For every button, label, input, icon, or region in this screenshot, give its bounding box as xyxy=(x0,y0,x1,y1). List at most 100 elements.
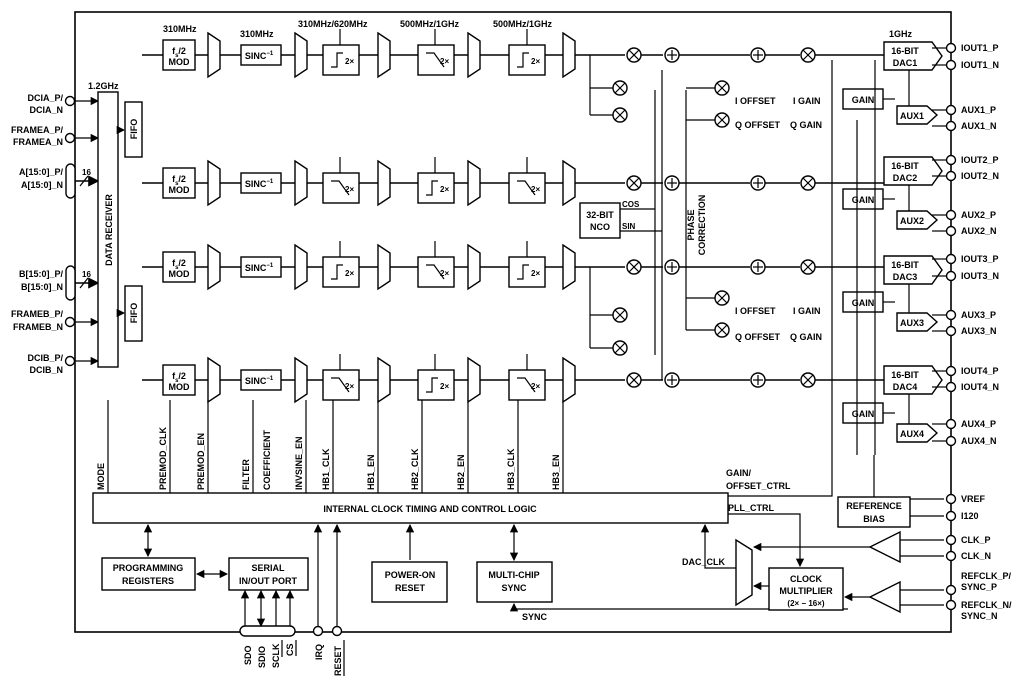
hb-label: 2× xyxy=(345,269,354,278)
q-gain-label-2: Q GAIN xyxy=(790,332,822,342)
aux-block-1 xyxy=(896,105,939,125)
clock-multiplier-block xyxy=(768,567,844,611)
pin-dcia-n: DCIA_N xyxy=(29,105,63,115)
pin-label-iout3-p: IOUT3_P xyxy=(961,254,999,264)
hb3-filter-4: 2× xyxy=(508,369,546,401)
pin-label-aux1-n: AUX1_N xyxy=(961,121,997,131)
hb3-mux-3 xyxy=(562,243,576,291)
sinc-label: SINC−1 xyxy=(245,376,274,386)
hb3-mux-4 xyxy=(562,356,576,404)
nco-cos-label: COS xyxy=(622,200,640,209)
pin-marker-6 xyxy=(945,209,957,221)
sinc-label: SINC−1 xyxy=(245,263,274,273)
reference-bias-label-1: REFERENCE xyxy=(846,501,902,511)
i-offset-label-1: I OFFSET xyxy=(735,96,776,106)
power-on-reset-label-2: RESET xyxy=(395,583,426,593)
signal-path-lanes: fs/2MODSINC−12×2×2×fs/2MODSINC−12×2×2×fs… xyxy=(142,29,884,404)
aux-block-3 xyxy=(896,312,939,332)
gain-offset-ctrl-label-1: GAIN/ xyxy=(726,468,752,478)
pin-a-p: A[15:0]_P/ xyxy=(19,167,64,177)
dac-bits-label-2: 16-BIT xyxy=(891,161,919,171)
pin-label-aux4-p: AUX4_P xyxy=(961,419,996,429)
hb2-mux-3 xyxy=(467,243,481,291)
pin-label-sync-p: SYNC_P xyxy=(961,582,997,592)
ctl-hb3-en-label: HB3_EN xyxy=(551,454,561,490)
aux-label-4: AUX4 xyxy=(900,429,924,439)
programming-registers-label-2: REGISTERS xyxy=(122,576,174,586)
pll-ctrl-label: PLL_CTRL xyxy=(728,503,775,513)
dac-block-2 xyxy=(883,156,943,186)
pin-sdo: SDO xyxy=(243,645,253,665)
hb-label: 2× xyxy=(531,185,540,194)
pin-dcib-p: DCIB_P/ xyxy=(27,353,63,363)
pin-marker-1 xyxy=(945,59,957,71)
fifo-b-label: FIFO xyxy=(129,303,139,324)
right-pins: IOUT1_PIOUT1_NAUX1_PAUX1_NIOUT2_PIOUT2_N… xyxy=(932,42,1012,621)
pin-marker-17 xyxy=(945,510,957,522)
hb3-filter-1: 2× xyxy=(508,44,546,76)
dac-bits-label-1: 16-BIT xyxy=(891,46,919,56)
output-section: 16-BITDAC1GAINAUX116-BITDAC2GAINAUX216-B… xyxy=(842,41,943,455)
sinc-mux-3 xyxy=(294,243,308,291)
mod-mux-2 xyxy=(207,159,221,207)
gain-label-1: GAIN xyxy=(852,95,875,105)
label-310mhz-b: 310MHz xyxy=(240,29,274,39)
aux-label-3: AUX3 xyxy=(900,318,924,328)
gain-label-2: GAIN xyxy=(852,195,875,205)
pin-label-iout1-p: IOUT1_P xyxy=(961,43,999,53)
power-on-reset-block xyxy=(371,561,448,603)
hb-label: 2× xyxy=(440,57,449,66)
dac-bits-label-4: 16-BIT xyxy=(891,370,919,380)
programming-registers-label-1: PROGRAMMING xyxy=(113,563,184,573)
mod-label-2: MOD xyxy=(169,382,190,392)
sinc-mux-2 xyxy=(294,159,308,207)
pin-b-p: B[15:0]_P/ xyxy=(19,269,64,279)
dac-label-4: DAC4 xyxy=(893,382,918,392)
phase-correction-label-2: CORRECTION xyxy=(697,195,707,256)
hb2-filter-4: 2× xyxy=(417,369,455,401)
gain-label-4: GAIN xyxy=(852,409,875,419)
hb1-mux-3 xyxy=(377,243,391,291)
programming-registers-block xyxy=(101,557,196,591)
hb1-filter-3: 2× xyxy=(322,256,360,288)
clock-multiplier-label-3: (2× − 16×) xyxy=(787,599,824,608)
pin-sdio: SDIO xyxy=(257,646,267,668)
aux-block-2 xyxy=(896,210,939,230)
pin-reset: RESET xyxy=(333,645,343,676)
pin-marker-8 xyxy=(945,253,957,265)
hb-label: 2× xyxy=(345,185,354,194)
ctl-premod-clk-label: PREMOD_CLK xyxy=(158,426,168,490)
sinc-mux-4 xyxy=(294,356,308,404)
hb1-filter-4: 2× xyxy=(322,369,360,401)
pin-sclk: SCLK xyxy=(271,643,281,668)
pin-marker-5 xyxy=(945,170,957,182)
serial-port-label-1: SERIAL xyxy=(251,563,285,573)
dac-label-3: DAC3 xyxy=(893,272,918,282)
ctl-mode-label: MODE xyxy=(96,463,106,490)
hb2-filter-2: 2× xyxy=(417,172,455,204)
nco-label-1: 32-BIT xyxy=(586,210,614,220)
aux-label-1: AUX1 xyxy=(900,111,924,121)
hb2-mux-1 xyxy=(467,31,481,79)
control-logic-label: INTERNAL CLOCK TIMING AND CONTROL LOGIC xyxy=(323,504,537,514)
mod-label-2: MOD xyxy=(169,185,190,195)
sinc-block-2: SINC−1 xyxy=(240,172,282,194)
nco-block xyxy=(579,202,621,239)
dac-block-3 xyxy=(883,255,943,285)
hb3-filter-2: 2× xyxy=(508,172,546,204)
sinc-label: SINC−1 xyxy=(245,51,274,61)
pin-label-iout4-p: IOUT4_P xyxy=(961,366,999,376)
hb1-mux-1 xyxy=(377,31,391,79)
i-offset-label-2: I OFFSET xyxy=(735,306,776,316)
hb2-filter-3: 2× xyxy=(417,256,455,288)
q-offset-label-2: Q OFFSET xyxy=(735,332,781,342)
svg-text:16: 16 xyxy=(82,168,91,177)
hb2-filter-1: 2× xyxy=(417,44,455,76)
label-310mhz-a: 310MHz xyxy=(163,24,197,34)
dac-label-1: DAC1 xyxy=(893,58,918,68)
aux-label-2: AUX2 xyxy=(900,216,924,226)
hb-label: 2× xyxy=(531,269,540,278)
pin-marker-18 xyxy=(945,534,957,546)
